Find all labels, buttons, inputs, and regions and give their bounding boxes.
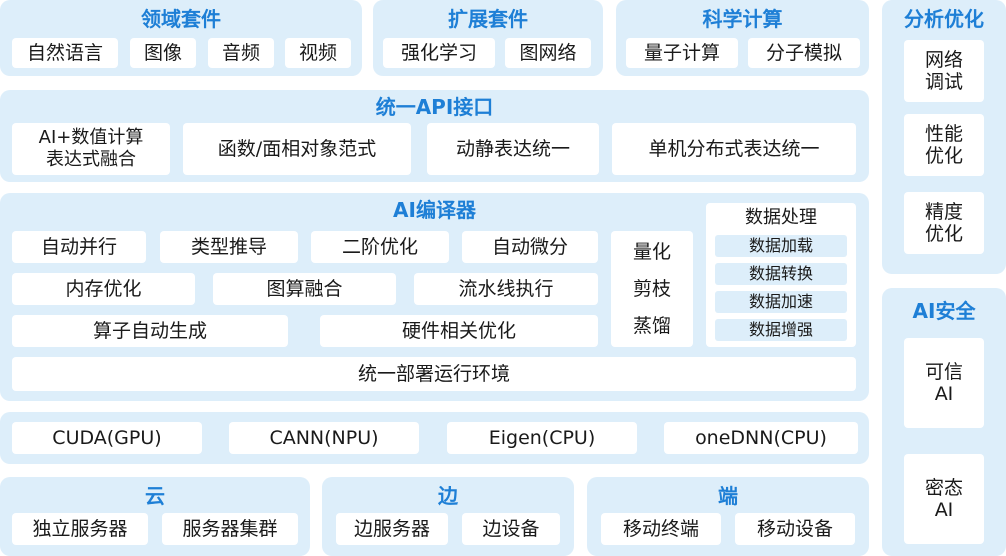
backends-panel: CUDA(GPU) CANN(NPU) Eigen(CPU) oneDNN(CP… xyxy=(0,412,869,464)
scientific-computing-title: 科学计算 xyxy=(702,7,783,31)
data-processing-box: 数据处理 数据加载 数据转换 数据加速 数据增强 xyxy=(706,203,856,347)
compiler-second-order-opt: 二阶优化 xyxy=(311,231,449,263)
compiler-auto-op-generation: 算子自动生成 xyxy=(12,315,288,347)
edge-title: 边 xyxy=(438,484,458,508)
unified-api-panel: 统一API接口 AI+数值计算 表达式融合 函数/面相对象范式 动静表达统一 单… xyxy=(0,90,869,182)
ai-compiler-panel: AI编译器 自动并行 类型推导 二阶优化 自动微分 内存优化 图算融合 流水线执… xyxy=(0,193,869,401)
device-title: 端 xyxy=(718,484,738,508)
domain-suites-title: 领域套件 xyxy=(141,7,221,31)
data-loading: 数据加载 xyxy=(715,235,847,257)
extension-suites-title: 扩展套件 xyxy=(448,7,528,31)
compiler-memory-opt: 内存优化 xyxy=(12,273,195,305)
analysis-optimization-title: 分析优化 xyxy=(904,7,984,31)
api-ai-numeric-fusion: AI+数值计算 表达式融合 xyxy=(12,123,170,175)
security-trusted-ai: 可信 AI xyxy=(904,338,984,428)
domain-suite-nlp: 自然语言 xyxy=(12,38,118,68)
unified-deployment-runtime: 统一部署运行环境 xyxy=(12,357,856,391)
edge-panel: 边 边服务器 边设备 xyxy=(322,477,574,556)
compression-quantization: 量化 xyxy=(632,240,671,263)
analysis-precision-opt: 精度 优化 xyxy=(904,192,984,254)
ai-compiler-title: AI编译器 xyxy=(393,198,476,222)
security-encrypted-ai: 密态 AI xyxy=(904,454,984,544)
extension-suite-rl: 强化学习 xyxy=(383,38,495,68)
analysis-network-debug: 网络 调试 xyxy=(904,40,984,102)
scientific-computing-panel: 科学计算 量子计算 分子模拟 xyxy=(616,0,869,76)
compression-column: 量化 剪枝 蒸馏 xyxy=(611,231,693,347)
sci-molecular: 分子模拟 xyxy=(748,38,860,68)
data-acceleration: 数据加速 xyxy=(715,291,847,313)
compiler-graph-kernel-fusion: 图算融合 xyxy=(213,273,396,305)
device-mobile-terminal: 移动终端 xyxy=(601,513,721,545)
compiler-type-inference: 类型推导 xyxy=(160,231,298,263)
compression-pruning: 剪枝 xyxy=(632,277,671,300)
ai-security-title: AI安全 xyxy=(912,299,976,323)
sci-quantum: 量子计算 xyxy=(626,38,738,68)
cloud-title: 云 xyxy=(145,484,165,508)
data-augmentation: 数据增强 xyxy=(715,319,847,341)
domain-suite-image: 图像 xyxy=(130,38,196,68)
backend-eigen: Eigen(CPU) xyxy=(447,422,637,454)
unified-api-title: 统一API接口 xyxy=(375,95,494,119)
compiler-pipeline-execution: 流水线执行 xyxy=(414,273,598,305)
extension-suites-panel: 扩展套件 强化学习 图网络 xyxy=(373,0,603,76)
compiler-auto-parallel: 自动并行 xyxy=(12,231,146,263)
compiler-auto-diff: 自动微分 xyxy=(462,231,598,263)
extension-suite-gnn: 图网络 xyxy=(505,38,591,68)
data-processing-title: 数据处理 xyxy=(745,207,817,228)
compression-distillation: 蒸馏 xyxy=(632,315,671,338)
api-function-oop-paradigm: 函数/面相对象范式 xyxy=(183,123,411,175)
compiler-hw-related-opt: 硬件相关优化 xyxy=(320,315,598,347)
edge-server: 边服务器 xyxy=(336,513,448,545)
data-transform: 数据转换 xyxy=(715,263,847,285)
device-mobile-device: 移动设备 xyxy=(735,513,855,545)
api-static-dynamic-unified: 动静表达统一 xyxy=(427,123,599,175)
edge-device: 边设备 xyxy=(462,513,560,545)
cloud-server-cluster: 服务器集群 xyxy=(162,513,298,545)
ai-security-panel: AI安全 可信 AI 密态 AI xyxy=(882,288,1006,556)
domain-suite-audio: 音频 xyxy=(208,38,274,68)
cloud-panel: 云 独立服务器 服务器集群 xyxy=(0,477,310,556)
device-panel: 端 移动终端 移动设备 xyxy=(587,477,869,556)
backend-cann: CANN(NPU) xyxy=(229,422,419,454)
backend-cuda: CUDA(GPU) xyxy=(12,422,202,454)
domain-suite-video: 视频 xyxy=(285,38,351,68)
analysis-optimization-panel: 分析优化 网络 调试 性能 优化 精度 优化 xyxy=(882,0,1006,274)
backend-onednn: oneDNN(CPU) xyxy=(664,422,858,454)
api-standalone-distributed-unified: 单机分布式表达统一 xyxy=(612,123,856,175)
domain-suites-panel: 领域套件 自然语言 图像 音频 视频 xyxy=(0,0,362,76)
analysis-performance-opt: 性能 优化 xyxy=(904,114,984,176)
cloud-standalone-server: 独立服务器 xyxy=(12,513,148,545)
